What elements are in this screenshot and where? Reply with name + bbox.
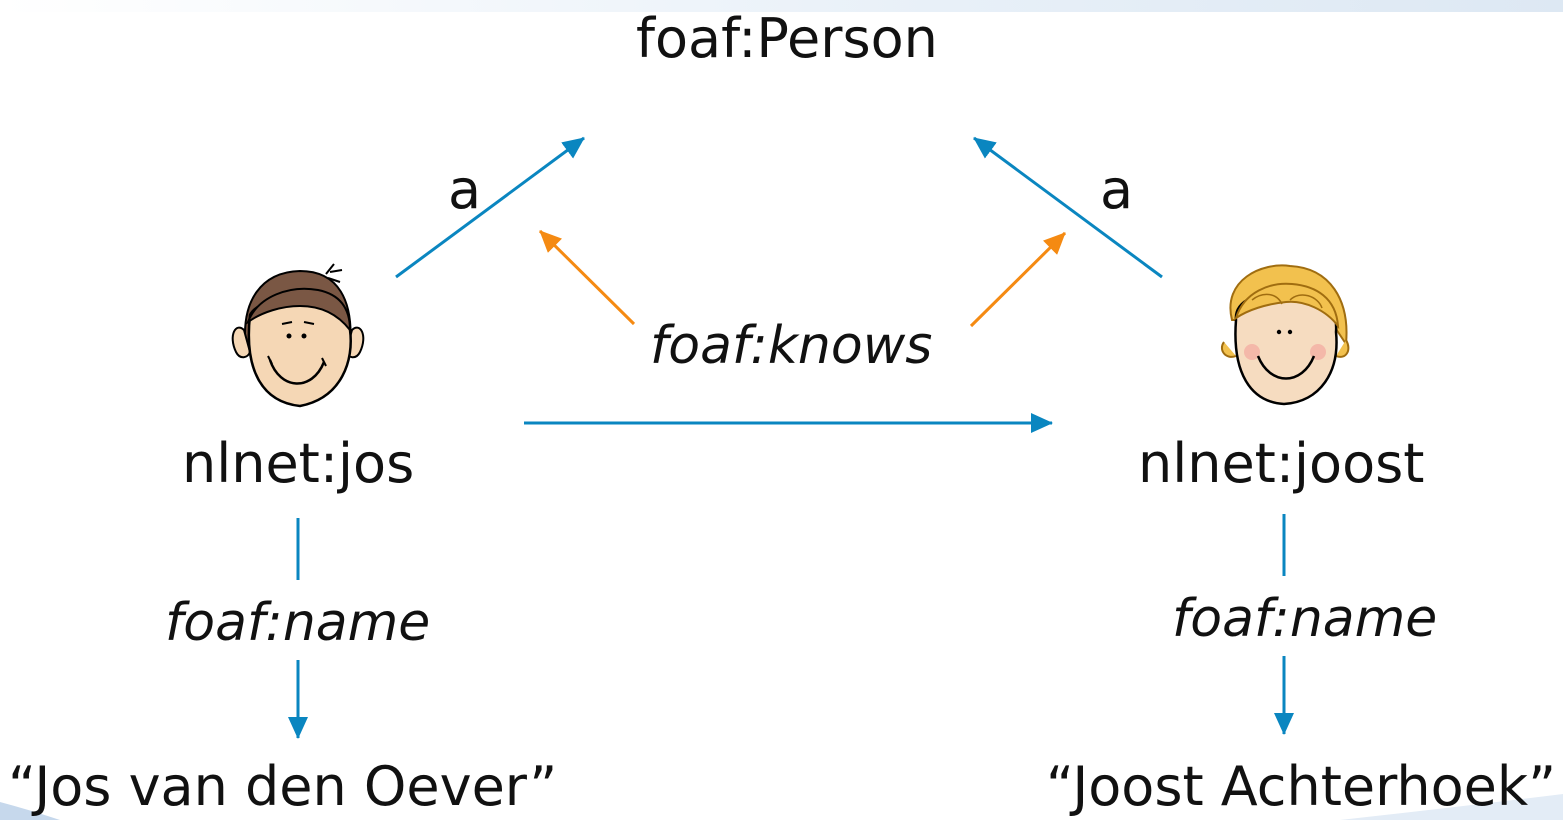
name-literal-joost: “Joost Achterhoek” xyxy=(1046,755,1557,818)
type-label-left: a xyxy=(448,158,482,221)
class-label-foaf-person: foaf:Person xyxy=(636,7,938,70)
bottom-decoration xyxy=(0,794,1563,820)
name-literal-jos: “Jos van den Oever” xyxy=(8,755,558,818)
boy-face-icon xyxy=(231,263,365,408)
knows-leader-arrow-right xyxy=(969,231,1067,328)
knows-leader-arrow-left xyxy=(538,229,636,326)
node-label-jos: nlnet:jos xyxy=(182,432,415,495)
top-gradient-strip xyxy=(0,0,1563,12)
name-predicate-joost: foaf:name xyxy=(1172,589,1438,649)
name-predicate-jos: foaf:name xyxy=(165,593,431,653)
type-arrow-jos xyxy=(395,136,585,279)
type-label-right: a xyxy=(1100,158,1134,221)
node-label-joost: nlnet:joost xyxy=(1138,432,1425,495)
knows-label: foaf:knows xyxy=(650,316,933,376)
type-arrow-joost xyxy=(973,136,1163,279)
blond-child-face-icon xyxy=(1220,264,1350,406)
